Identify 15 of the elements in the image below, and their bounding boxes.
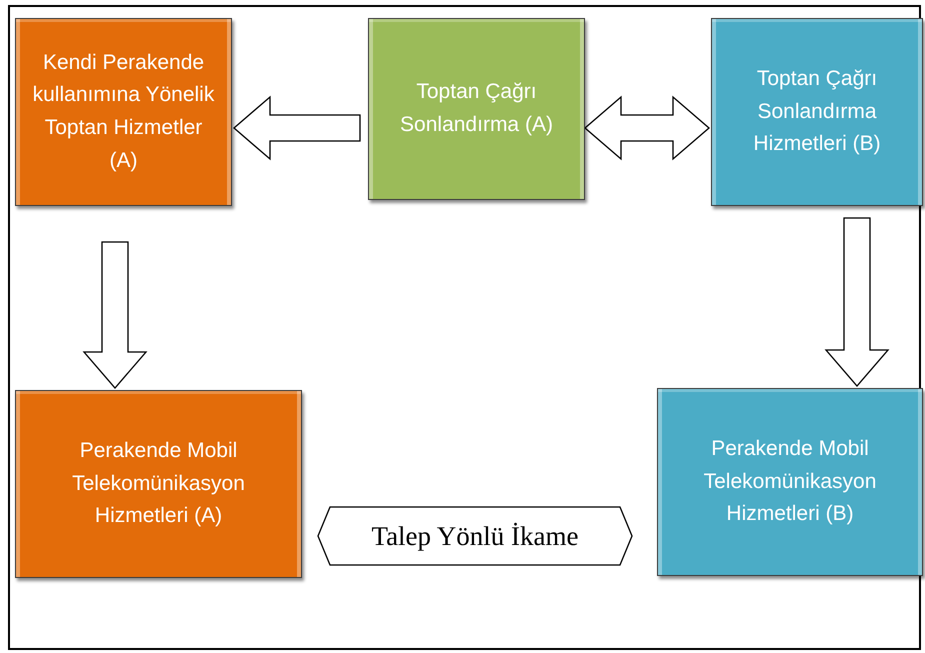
box-label: Toptan Çağrı Sonlandırma Hizmetleri (B) [752, 66, 882, 158]
block-arrow [82, 241, 148, 389]
box-label: Toptan Çağrı Sonlandırma (A) [399, 79, 554, 138]
process-box [368, 18, 585, 200]
hexagon-label: Talep Yönlü İkame [371, 520, 579, 552]
box-label: Kendi Perakende kullanımına Yönelik Toptan Hizmetler (A) [32, 50, 216, 174]
process-box [15, 390, 302, 578]
box-label: Perakende Mobil Telekomünikasyon Hizmetleri (B) [702, 436, 878, 528]
process-box [711, 18, 923, 206]
block-arrow [824, 217, 890, 387]
process-box [657, 388, 923, 576]
block-arrow [233, 96, 361, 160]
box-label: Perakende Mobil Telekomünikasyon Hizmetleri (A) [71, 438, 246, 530]
block-arrow [584, 96, 710, 160]
process-box [15, 18, 232, 206]
